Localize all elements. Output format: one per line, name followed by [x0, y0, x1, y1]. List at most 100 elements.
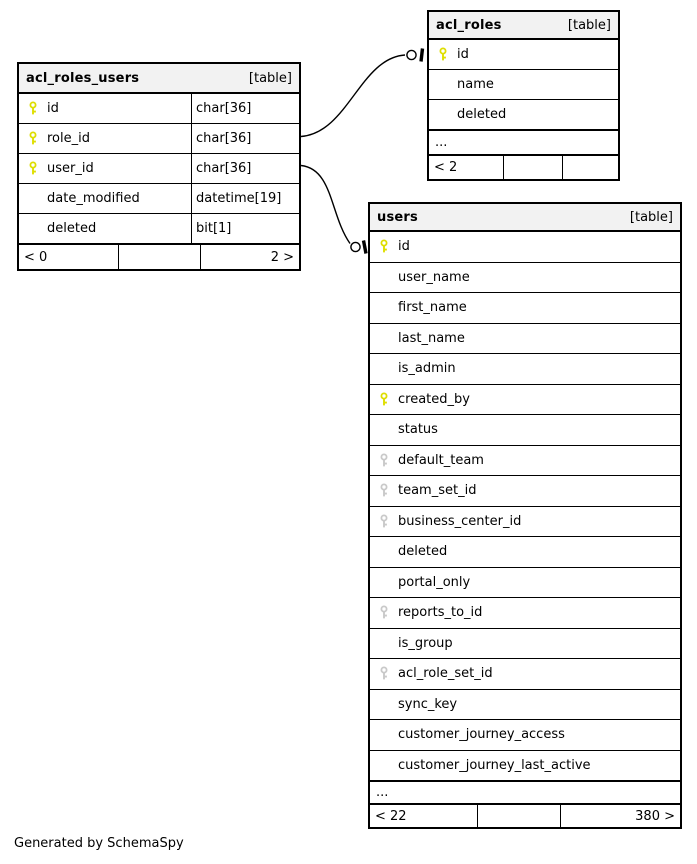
column-row-role_id[interactable]: role_id char[36]: [19, 123, 299, 153]
foreign-key-icon: [370, 659, 398, 689]
column-name: reports_to_id: [398, 605, 483, 621]
column-row-portal_only[interactable]: portal_only: [370, 566, 680, 598]
column-name: last_name: [398, 330, 465, 346]
column-name: deleted: [398, 544, 448, 560]
parents-count[interactable]: < 22: [375, 808, 407, 824]
column-name: id: [47, 101, 59, 116]
key-icon-placeholder: [370, 720, 398, 750]
column-type: bit[1]: [191, 214, 299, 243]
column-type: datetime[19]: [191, 184, 299, 213]
column-name: date_modified: [47, 191, 140, 206]
key-icon-placeholder: [429, 70, 457, 99]
key-icon-placeholder: [370, 751, 398, 781]
column-row-customer_journey_access[interactable]: customer_journey_access: [370, 719, 680, 750]
column-row-customer_journey_last_active[interactable]: customer_journey_last_active: [370, 749, 680, 781]
foreign-key-icon: [370, 507, 398, 537]
table-type-badge: [table]: [567, 17, 611, 33]
column-row-id[interactable]: id: [370, 232, 680, 262]
column-row-deleted[interactable]: deleted bit[1]: [19, 213, 299, 243]
column-name: user_name: [398, 269, 470, 285]
column-name: deleted: [47, 221, 97, 236]
column-row-deleted[interactable]: deleted: [370, 536, 680, 567]
column-name: business_center_id: [398, 513, 522, 529]
column-row-first_name[interactable]: first_name: [370, 292, 680, 323]
column-row-last_name[interactable]: last_name: [370, 322, 680, 354]
footer-spacer: [503, 156, 562, 179]
column-row-date_modified[interactable]: date_modified datetime[19]: [19, 183, 299, 213]
column-name: name: [457, 77, 494, 92]
column-type: char[36]: [191, 94, 299, 123]
column-name: customer_journey_last_active: [398, 757, 591, 773]
column-row-business_center_id[interactable]: business_center_id: [370, 505, 680, 537]
more-columns-ellipsis[interactable]: ...: [370, 780, 680, 803]
parents-count[interactable]: < 2: [434, 160, 458, 175]
column-row-team_set_id[interactable]: team_set_id: [370, 475, 680, 506]
parents-count[interactable]: < 0: [24, 249, 48, 265]
footer-spacer: [118, 245, 200, 269]
key-icon-placeholder: [370, 415, 398, 445]
column-name: team_set_id: [398, 483, 477, 499]
column-name: sync_key: [398, 696, 458, 712]
key-icon-placeholder: [370, 537, 398, 567]
column-row-deleted[interactable]: deleted: [429, 99, 618, 129]
primary-key-icon: [19, 154, 47, 183]
column-row-created_by[interactable]: created_by: [370, 383, 680, 415]
primary-key-icon: [370, 385, 398, 415]
key-icon-placeholder: [370, 568, 398, 598]
foreign-key-icon: [370, 446, 398, 476]
column-row-user_name[interactable]: user_name: [370, 261, 680, 293]
column-name: created_by: [398, 391, 470, 407]
column-row-status[interactable]: status: [370, 414, 680, 445]
column-name: is_admin: [398, 361, 456, 377]
column-type: char[36]: [191, 124, 299, 153]
key-icon-placeholder: [370, 293, 398, 323]
table-header[interactable]: acl_roles [table]: [429, 12, 618, 40]
table-acl-roles[interactable]: acl_roles [table] id name deleted ... < 2: [427, 10, 620, 181]
column-row-id[interactable]: id: [429, 40, 618, 69]
column-row-is_admin[interactable]: is_admin: [370, 353, 680, 384]
table-title[interactable]: users: [377, 209, 418, 225]
column-row-acl_role_set_id[interactable]: acl_role_set_id: [370, 658, 680, 689]
column-row-id[interactable]: id char[36]: [19, 94, 299, 123]
column-name: deleted: [457, 107, 507, 122]
table-title[interactable]: acl_roles: [436, 17, 502, 33]
primary-key-icon: [19, 124, 47, 153]
key-icon-placeholder: [370, 263, 398, 293]
connector-user-id-to-users: [300, 164, 368, 254]
foreign-key-icon: [370, 476, 398, 506]
column-row-sync_key[interactable]: sync_key: [370, 688, 680, 720]
key-icon-placeholder: [370, 629, 398, 659]
column-name: acl_role_set_id: [398, 666, 493, 682]
key-icon-placeholder: [429, 100, 457, 129]
table-header[interactable]: users [table]: [370, 204, 680, 232]
key-icon-placeholder: [370, 354, 398, 384]
column-row-name[interactable]: name: [429, 69, 618, 99]
column-name: id: [398, 239, 410, 255]
table-columns: id name deleted: [429, 40, 618, 129]
generator-note: Generated by SchemaSpy: [14, 836, 184, 851]
column-name: customer_journey_access: [398, 727, 565, 743]
table-users[interactable]: users [table] id user_name first_name last_…: [368, 202, 682, 829]
table-type-badge: [table]: [629, 209, 673, 225]
primary-key-icon: [19, 94, 47, 123]
children-count[interactable]: 380 >: [560, 805, 680, 827]
more-columns-ellipsis[interactable]: ...: [429, 129, 618, 154]
table-title[interactable]: acl_roles_users: [26, 70, 140, 86]
column-row-is_group[interactable]: is_group: [370, 627, 680, 659]
key-icon-placeholder: [19, 184, 47, 213]
column-name: status: [398, 422, 438, 438]
column-name: role_id: [47, 131, 90, 146]
key-icon-placeholder: [19, 214, 47, 243]
footer-spacer: [477, 805, 560, 827]
children-count[interactable]: 2 >: [200, 245, 299, 269]
zero-or-one-circle-icon: [350, 241, 361, 253]
column-row-default_team[interactable]: default_team: [370, 444, 680, 476]
column-row-reports_to_id[interactable]: reports_to_id: [370, 597, 680, 628]
table-header[interactable]: acl_roles_users [table]: [19, 64, 299, 94]
column-name: id: [457, 47, 469, 62]
